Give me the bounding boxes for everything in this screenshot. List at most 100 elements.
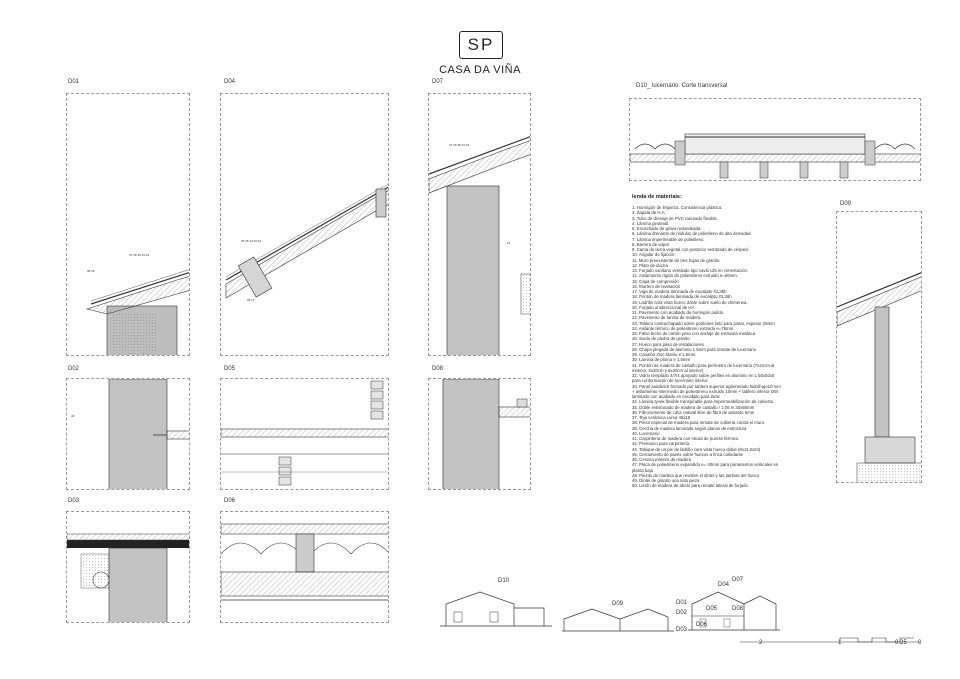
detail-d02-panel: 44 [66,378,190,490]
thumbnail-section-d10: D10 [440,578,552,632]
legend-item: 45. Cerramiento de pavés sobre huecos a … [632,451,744,457]
legend-title: lenda de materiais: [632,194,682,200]
legend-item: 23. Tablero contrachapado sobre pontones… [632,320,775,326]
legend-item: 46. Celosía exterior de madera [632,457,691,462]
legend-item: 27. Hueco para paso de instalaciones [632,341,704,347]
scale-bar-graphic [740,637,920,643]
legend-item: 17. Viga de madera laminada de eucalipto… [632,289,727,294]
thumb-label-d02: D02 [676,610,688,616]
detail-d04-drawing: 36 35 34 33 32 28 27 [225,183,388,302]
detail-label-d01: D01 [68,79,80,85]
legend-item: 16. Mortero de nivelación [632,283,681,289]
legend-item: 30. Lámina de plomo e 1,5mm [632,357,691,363]
legend-item: 32. Vidrio templado 4/7/4 apoyado sobre … [632,373,775,384]
legend-item: 14. Aislamiento rígido de poliestireno e… [632,273,738,279]
svg-text:37 36 35 34 33: 37 36 35 34 33 [129,253,149,257]
legend-item: 9. Cama de tierra vegetal con posterior … [632,247,749,252]
legend-item: 7. Lámina impermeable de polietileno. [632,236,705,242]
legend-item: 37. Teja cerámica curva 45x18 [632,415,691,420]
detail-d05-drawing [221,380,388,486]
detail-d01-drawing: 38 36 37 36 35 34 33 [85,253,189,355]
scale-label-025: 0.25 [895,640,907,646]
legend-item: 12. Plato de ducha [632,262,668,268]
detail-d04-panel: 36 35 34 33 32 28 27 [220,93,389,356]
project-title: CASA DA VIÑA [439,64,521,76]
legend-item: 11. Muro preexistente de tres hojas de g… [632,257,721,263]
svg-text:28 27: 28 27 [247,298,255,302]
thumb-label-d04: D04 [718,582,730,588]
detail-label-d08: D08 [432,366,444,372]
thumbnail-section-key: D07 D04 D01 D05 D08 D02 D03 D06 [674,576,780,636]
thumb-label-d01: D01 [676,600,688,606]
legend-item: 3. Tubo de drenaje de PVC ranurado flexi… [632,215,718,221]
legend-item: 49. Dintel de granito una sola pieza [632,478,700,483]
legend-item: 36. Fibrocemento de color natural libre … [632,409,755,415]
scale-label-0: 0 [918,640,922,646]
detail-d03-drawing [67,533,189,622]
detail-d10-drawing [630,133,920,179]
detail-label-d02: D02 [68,366,80,372]
legend-item: 41. Carpintería de madera con rotura de … [632,436,740,441]
legend-item: 26. Suelo de piedra de granito [632,336,690,342]
legend-item: 22. Pavimento de tarima de madera. [632,315,702,321]
thumb-label-d10: D10 [498,578,510,584]
legend-item: 8. Barrera de vapor [632,241,670,247]
legend-item: 38. Pieza especial de madera para remate… [632,420,765,426]
legend-item: 29. Canalón Zinc-titanio e 1,5mm. [632,352,697,357]
detail-d01-panel: 38 36 37 36 35 34 33 [66,93,190,356]
legend-item: 19. Ladrillo cara vista hueco doble sobr… [632,299,748,305]
legend-item: 39. Cercha de madera laminada según plan… [632,425,747,431]
thumb-label-d07: D07 [732,577,744,583]
thumb-label-d08: D08 [732,606,744,612]
thumb-label-d09: D09 [612,601,624,607]
thumbnail-d10-drawing [440,591,552,627]
detail-d02-drawing: 44 [71,379,189,489]
detail-d03-panel [66,511,190,623]
legend-item: 21. Pavimento con acabado de hormigón pu… [632,310,725,315]
legend-item: 2. Zapata de H.A. [632,210,666,216]
detail-label-d03: D03 [68,498,80,504]
thumb-label-d05: D05 [706,606,718,612]
legend-item: 42. Premarco para carpintería. [632,441,691,447]
scale-bar [740,631,920,643]
detail-d08-panel [428,378,531,490]
legend-item: 4. Lámina geotextil. [632,220,670,226]
svg-text:38 36: 38 36 [87,269,95,273]
thumbnail-d09-drawing [562,608,674,632]
legend-item: 44. Tabique de un pie de ladrillo cara v… [632,446,761,452]
detail-label-d07: D07 [432,79,444,85]
legend-item: 50. Listón de madera de abeto para remat… [632,483,748,489]
detail-label-d05: D05 [224,366,236,372]
legend-item: 15. Capa de compresión [632,278,679,284]
detail-label-d04: D04 [224,79,236,85]
svg-text:44: 44 [71,414,75,418]
legend-item: 28. Chapa plegada de aluminio 1.5mm para… [632,346,757,352]
svg-text:36 35 34 33 32: 36 35 34 33 32 [241,239,261,243]
detail-d10-panel [629,98,921,181]
detail-d08-drawing [442,379,530,489]
legend-item: 33. Panel sandwich formado por tablero s… [632,383,781,400]
logo: SP [459,31,503,59]
legend-item: 48. Piezas de madera que revisten el din… [632,472,760,478]
thumbnail-section-d09: D09 [562,597,674,634]
thumb-label-d03: D03 [676,627,688,633]
detail-d06-drawing [221,523,388,601]
legend-item: 40. Lucernario [632,430,660,436]
scale-label-2: 2 [759,640,763,646]
legend-item: 1. Hormigón de limpieza. Consistencia pl… [632,205,723,210]
legend-item: 10. Angular de fijación. [632,252,676,258]
detail-d05-panel [220,378,389,490]
thumbnail-key-drawing [688,591,780,631]
legend-item: 18. Pontón de madera laminada de eucalip… [632,294,732,300]
legend-item: 13. Forjado sanitario ventilado tipo cav… [632,268,749,273]
legend-item: 24. Aislante térmico de poliestireno ext… [632,325,734,331]
legend-item: 20. Forjado unidireccional de HA. [632,304,696,310]
legend-item: 34. Lámina tyvek flexible transpirable p… [632,399,773,405]
detail-d09-drawing [837,272,921,482]
section-d10-title: D10_ lucernario. Corte transversal [636,83,728,89]
materials-legend: 1. Hormigón de limpieza. Consistencia pl… [632,205,782,489]
svg-text:11: 11 [507,241,510,245]
detail-d06-panel [220,511,389,623]
